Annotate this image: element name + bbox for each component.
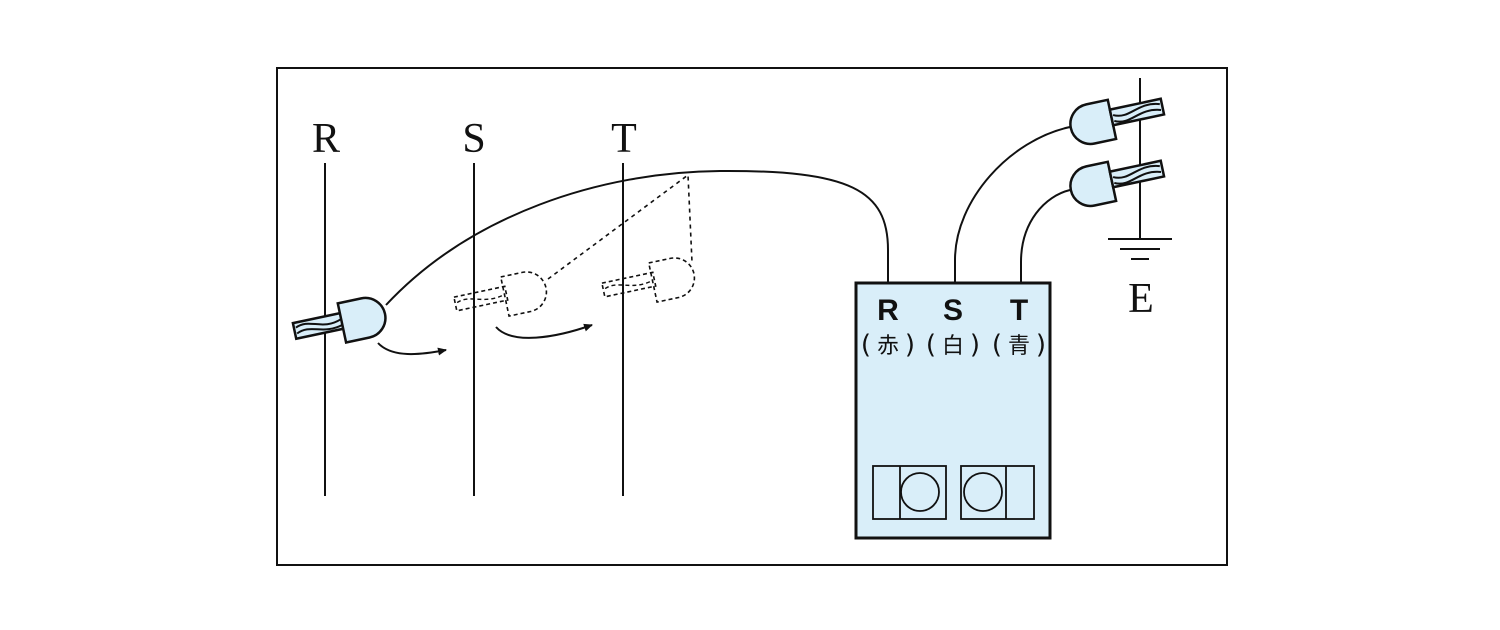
paren-close-r: ) [905,330,915,360]
probe-clip-s-dashed [452,271,548,318]
meter-terminal-t-color: 青 [1008,334,1030,359]
conductor-s-label: S [462,116,485,162]
paren-open-r: ( [861,330,871,360]
move-arrow-s-to-t [495,323,593,339]
probe-clip-t-dashed [600,257,696,304]
earth-ground-icon [1108,238,1172,260]
probe-clip-earth-upper [1069,97,1166,146]
conductor-r-label: R [312,116,340,162]
meter-terminal-r-label: R [877,294,899,327]
earth-label: E [1128,276,1154,322]
lead-wire-r [385,169,889,306]
paren-open-s: ( [926,330,936,360]
meter-terminal-s-color: 白 [942,334,964,359]
move-arrow-r-to-s [377,342,447,356]
probe-clip-r [291,296,387,344]
conductor-t-label: T [611,116,637,162]
paren-close-t: ) [1036,330,1046,360]
lead-wire-dashed-s [547,173,693,280]
lead-wire-t [1020,189,1071,283]
diagram-frame [276,67,1228,566]
lead-wire-s [954,126,1071,283]
paren-close-s: ) [970,330,980,360]
phase-meter-body [854,281,1052,540]
meter-indicator-left [872,465,947,520]
meter-terminal-r-color: 赤 [877,334,899,359]
meter-indicator-right [960,465,1035,520]
probe-clip-earth-lower [1069,159,1166,208]
meter-terminal-s-label: S [943,294,963,327]
meter-terminal-t-label: T [1010,294,1028,327]
paren-open-t: ( [992,330,1002,360]
